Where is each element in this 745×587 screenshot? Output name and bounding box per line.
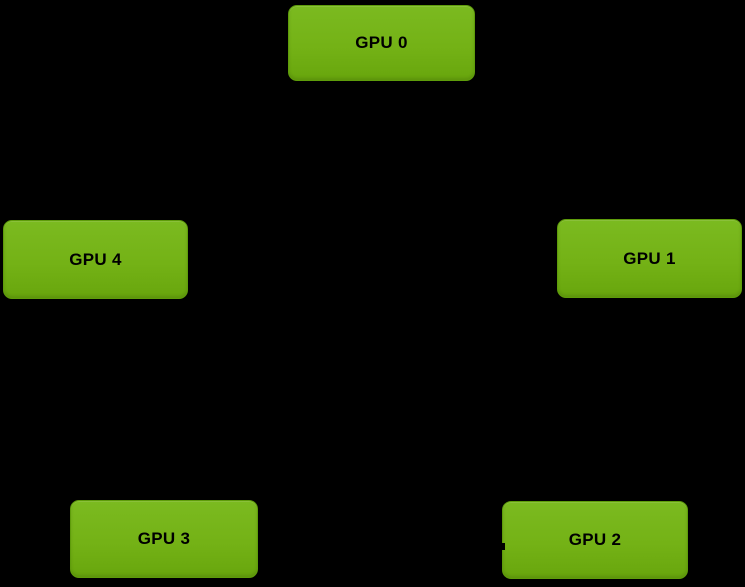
arrowhead-artifact bbox=[499, 543, 505, 550]
gpu-node-0: GPU 0 bbox=[288, 5, 475, 81]
gpu-node-2: GPU 2 bbox=[502, 501, 688, 579]
gpu-node-label: GPU 2 bbox=[568, 530, 622, 549]
gpu-node-label: GPU 4 bbox=[69, 249, 122, 269]
gpu-node-label: GPU 0 bbox=[355, 33, 408, 52]
gpu-node-label: GPU 1 bbox=[623, 248, 676, 268]
gpu-node-label: GPU 3 bbox=[137, 529, 191, 548]
gpu-node-3: GPU 3 bbox=[70, 500, 258, 578]
gpu-node-1: GPU 1 bbox=[557, 219, 742, 298]
gpu-node-4: GPU 4 bbox=[3, 220, 188, 299]
